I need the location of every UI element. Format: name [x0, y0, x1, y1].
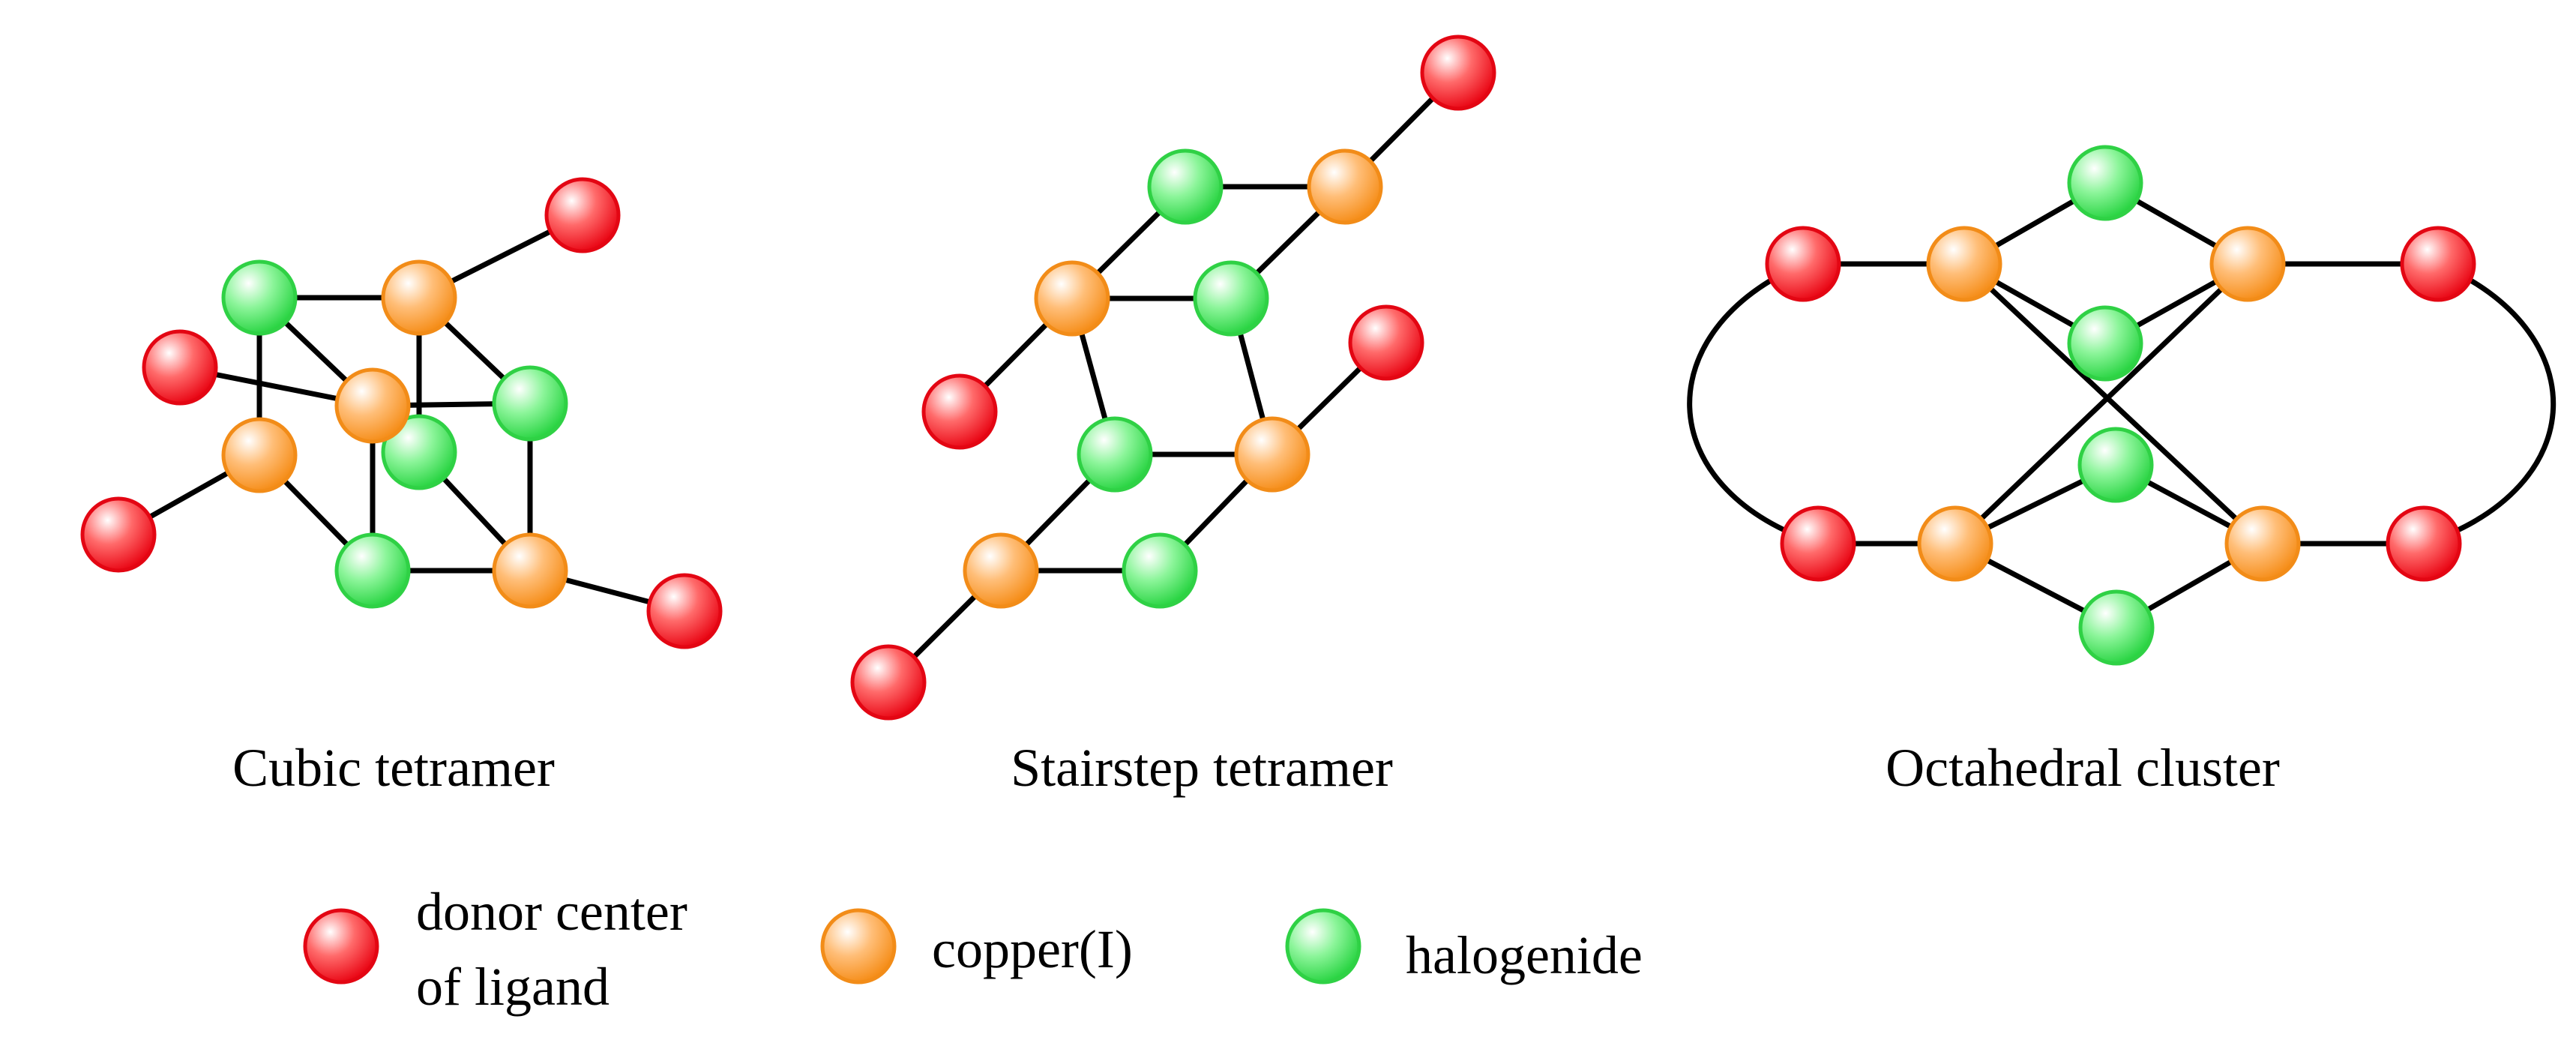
copper-atom [963, 532, 1039, 609]
copper-atom [1926, 226, 2002, 302]
copper-atom [1034, 260, 1110, 337]
halide-atom [492, 365, 568, 442]
halide-atom [2077, 427, 2154, 503]
halide-atom [1193, 260, 1269, 337]
caption-octahedral-cluster: Octahedral cluster [1886, 738, 2280, 798]
donor-swatch-icon [303, 908, 379, 985]
octahedral-cluster: Octahedral cluster [1687, 145, 2557, 798]
halide-atom [381, 414, 457, 490]
legend-item-donor: donor center of ligand [303, 882, 687, 1017]
cubic-tetramer: Cubic tetramer [80, 177, 723, 798]
copper-atom [381, 259, 457, 336]
copper-atom [334, 367, 411, 444]
donor-atom [544, 177, 621, 253]
bond [2421, 261, 2557, 547]
copper-atom [2224, 505, 2301, 582]
halide-atom [2067, 305, 2143, 382]
halide-atom [334, 532, 411, 609]
donor-atom [2400, 226, 2476, 302]
halide-atom [1122, 532, 1198, 609]
donor-atom [1348, 304, 1424, 381]
copper-atom [1917, 505, 1993, 582]
halide-atom [2078, 589, 2155, 666]
bond [1961, 261, 2266, 547]
copper-atom [221, 417, 298, 493]
halide-atom [2067, 145, 2143, 221]
bond [1952, 261, 2251, 547]
copper-swatch-icon [820, 908, 897, 985]
copper-atom [2209, 226, 2286, 302]
copper-atom [492, 532, 568, 609]
legend-item-copper: copper(I) [820, 908, 1133, 985]
stairstep-tetramer: Stairstep tetramer [850, 34, 1496, 798]
legend-item-halide: halogenide [1285, 908, 1643, 985]
donor-atom [850, 644, 927, 721]
caption-cubic-tetramer: Cubic tetramer [232, 738, 555, 798]
bond [1687, 261, 1821, 547]
donor-atom [646, 573, 723, 649]
legend-donor-line2: of ligand [416, 957, 610, 1017]
donor-atom [1765, 226, 1841, 302]
legend-halide-label: halogenide [1406, 925, 1643, 985]
halide-atom [1077, 416, 1153, 493]
donor-atom [1420, 34, 1496, 111]
caption-stairstep-tetramer: Stairstep tetramer [1011, 738, 1393, 798]
halide-atom [221, 259, 298, 336]
donor-atom [2386, 505, 2462, 582]
legend-copper-label: copper(I) [932, 919, 1133, 979]
legend: donor center of ligand copper(I) halogen… [303, 882, 1643, 1017]
halide-atom [1147, 148, 1224, 225]
donor-atom [80, 496, 157, 573]
copper-atom [1234, 416, 1310, 493]
donor-atom [1780, 505, 1856, 582]
donor-atom [142, 329, 218, 406]
legend-donor-line1: donor center [416, 882, 687, 942]
donor-atom [921, 373, 998, 450]
halide-swatch-icon [1285, 908, 1361, 985]
copper-atom [1307, 148, 1383, 225]
